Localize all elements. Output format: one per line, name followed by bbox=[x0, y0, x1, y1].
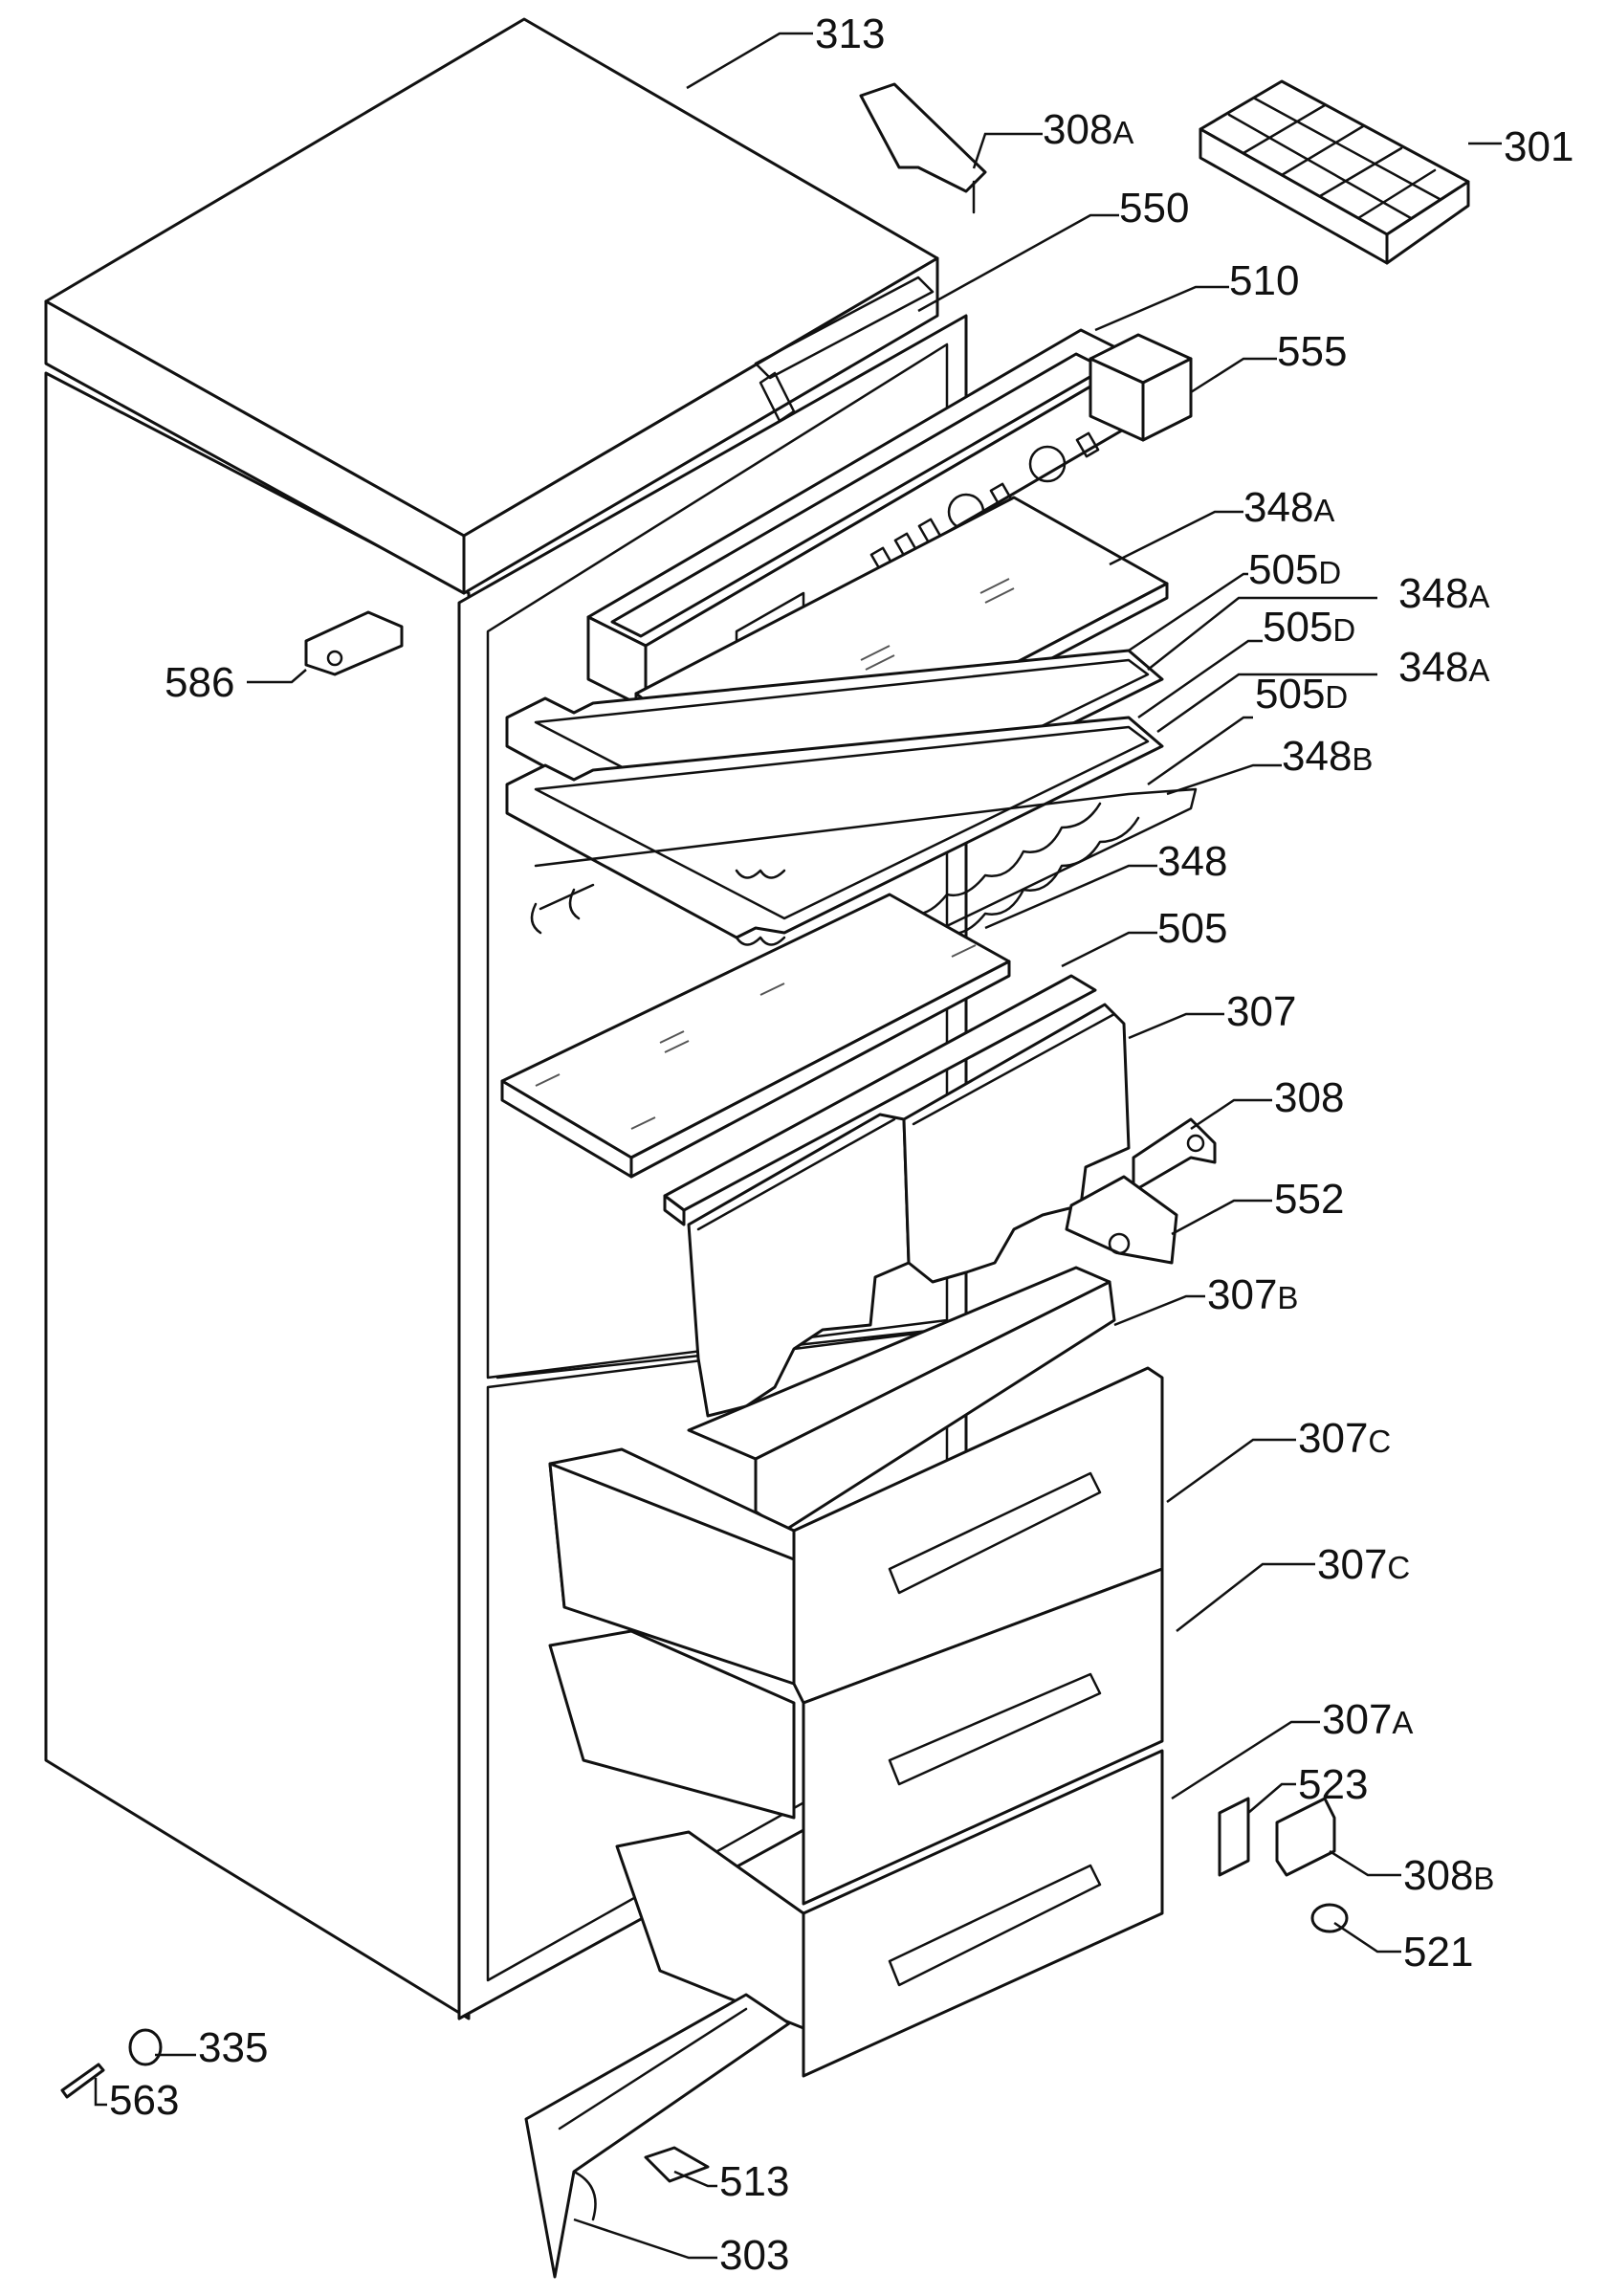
callout-505: 505 bbox=[1157, 905, 1227, 952]
callout-505d-3: 505D bbox=[1255, 671, 1348, 718]
callout-308b: 308B bbox=[1403, 1852, 1494, 1899]
callout-348a-3: 348A bbox=[1398, 644, 1489, 691]
callout-301: 301 bbox=[1504, 123, 1573, 170]
crisper-drawer-307 bbox=[687, 1003, 1131, 1418]
callout-555: 555 bbox=[1277, 328, 1347, 375]
callout-550: 550 bbox=[1119, 185, 1189, 232]
callout-307b: 307B bbox=[1207, 1271, 1298, 1318]
top-cover-313 bbox=[44, 17, 939, 595]
freezer-drawer-307a bbox=[615, 1749, 1164, 2078]
callout-303: 303 bbox=[719, 2232, 789, 2279]
callout-348: 348 bbox=[1157, 838, 1227, 885]
hinge-308b bbox=[1275, 1797, 1336, 1877]
callout-307a: 307A bbox=[1322, 1696, 1413, 1743]
plinth-303 bbox=[524, 1993, 791, 2279]
shelf-frames-505d bbox=[505, 649, 1164, 946]
callout-335: 335 bbox=[198, 2024, 268, 2071]
callout-307c-2: 307C bbox=[1317, 1541, 1410, 1588]
callout-505d-2: 505D bbox=[1263, 604, 1355, 651]
glass-shelf-348 bbox=[500, 893, 1011, 1179]
hinge-586 bbox=[304, 610, 404, 676]
callout-307c-1: 307C bbox=[1298, 1415, 1391, 1462]
callout-308: 308 bbox=[1274, 1074, 1344, 1121]
control-panel-510 bbox=[586, 328, 1193, 710]
callout-521: 521 bbox=[1403, 1929, 1473, 1976]
callout-308a: 308A bbox=[1043, 106, 1133, 153]
callout-513: 513 bbox=[719, 2158, 789, 2205]
callout-348b: 348B bbox=[1282, 733, 1373, 780]
clip-513 bbox=[644, 2146, 710, 2183]
callout-563: 563 bbox=[109, 2077, 179, 2124]
callout-313: 313 bbox=[815, 11, 885, 57]
leader-lines bbox=[94, 32, 1502, 2260]
freezer-drawer-307b bbox=[687, 1266, 1116, 1533]
freezer-drawer-307c-lower bbox=[548, 1567, 1164, 1906]
ice-tray-301 bbox=[1199, 79, 1470, 265]
callout-307: 307 bbox=[1226, 988, 1296, 1035]
hinge-plate-308a bbox=[859, 82, 987, 214]
callout-labels: 313 308A 301 550 510 555 348A 505D 348A … bbox=[109, 11, 1573, 2279]
callout-505d-1: 505D bbox=[1248, 546, 1341, 593]
pin-563 bbox=[60, 2063, 105, 2099]
hinge-bracket-552 bbox=[1065, 1175, 1178, 1265]
hinge-308 bbox=[1132, 1117, 1217, 1193]
callout-586: 586 bbox=[165, 659, 234, 706]
callout-348a-2: 348A bbox=[1398, 570, 1489, 617]
callout-510: 510 bbox=[1229, 257, 1299, 304]
callout-552: 552 bbox=[1274, 1176, 1344, 1223]
callout-348a-1: 348A bbox=[1243, 484, 1334, 531]
shelf-frame-505 bbox=[663, 974, 1097, 1226]
foot-335 bbox=[128, 2028, 163, 2066]
callout-523: 523 bbox=[1298, 1761, 1368, 1808]
bracket-523 bbox=[1218, 1797, 1250, 1877]
